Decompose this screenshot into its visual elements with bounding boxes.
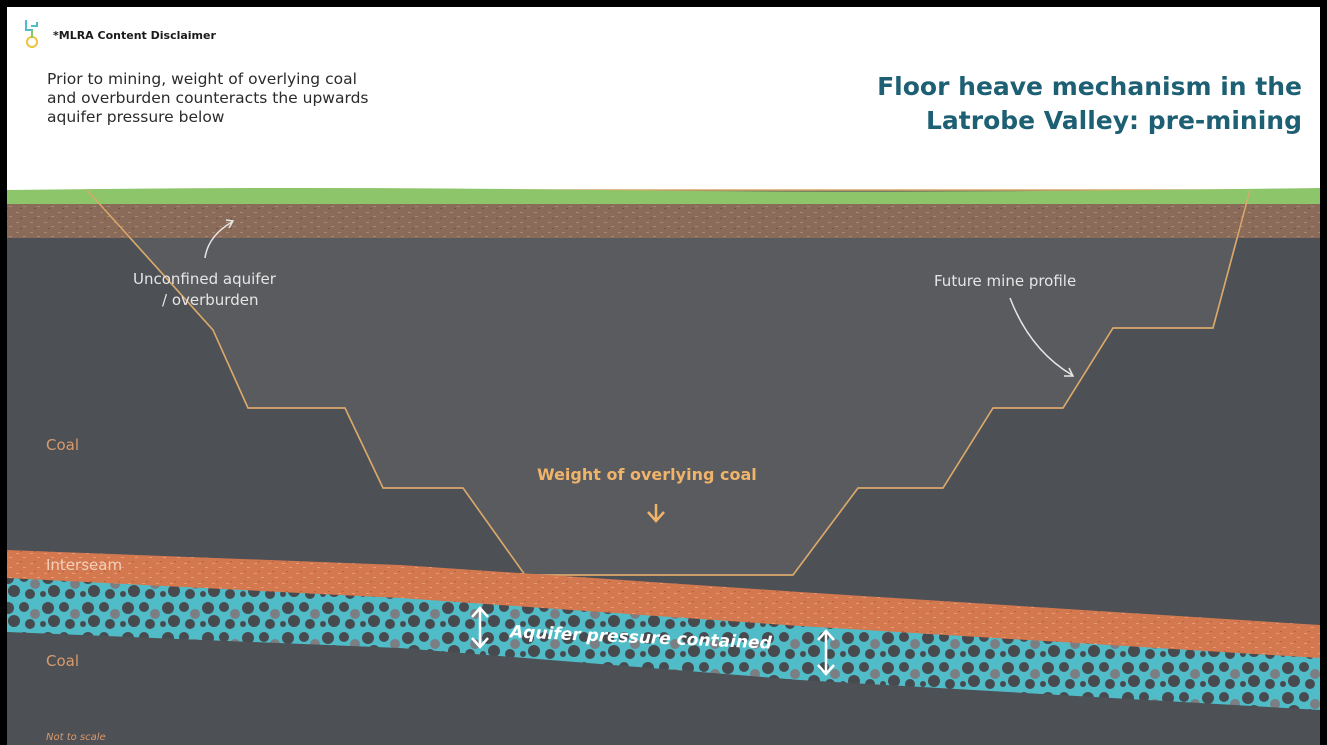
plant-logo-icon xyxy=(25,20,38,48)
weight-label: Weight of overlying coal xyxy=(537,465,757,484)
intro-text: Prior to mining, weight of overlying coa… xyxy=(47,70,467,127)
title-line: Floor heave mechanism in the xyxy=(877,72,1302,101)
interseam-label: Interseam xyxy=(46,556,123,574)
grass-layer xyxy=(7,188,1320,204)
interseam-layer xyxy=(7,550,1320,660)
intro-line: aquifer pressure below xyxy=(47,108,225,126)
unconfined-pointer-line xyxy=(204,221,233,259)
future-mine-pointer-line xyxy=(1009,297,1073,376)
future-mine-label: Future mine profile xyxy=(934,272,1077,290)
coal-upper-label: Coal xyxy=(46,436,80,454)
header-band xyxy=(7,7,1320,195)
aquifer-layer xyxy=(7,578,1320,710)
coal-lower-label: Coal xyxy=(46,652,80,670)
not-to-scale-label: Not to scale xyxy=(46,732,106,743)
unconfined-pointer-arrowhead-icon xyxy=(225,219,235,229)
overburden-label: / overburden xyxy=(162,291,259,309)
page-title: Floor heave mechanism in the Latrobe Val… xyxy=(877,70,1302,138)
overburden-layer xyxy=(7,200,1320,238)
disclaimer-link[interactable]: *MLRA Content Disclaimer xyxy=(53,29,216,42)
unconfined-aquifer-label: Unconfined aquifer xyxy=(133,270,276,288)
intro-line: Prior to mining, weight of overlying coa… xyxy=(47,70,357,88)
arrow-down-icon xyxy=(647,504,665,523)
future-mine-pointer-arrowhead-icon xyxy=(1064,367,1075,377)
title-line: Latrobe Valley: pre-mining xyxy=(926,106,1302,135)
double-headed-arrow-icon xyxy=(471,606,489,649)
mine-profile-line xyxy=(86,189,1251,576)
double-headed-arrow-icon xyxy=(817,629,835,676)
intro-line: and overburden counteracts the upwards xyxy=(47,89,369,107)
